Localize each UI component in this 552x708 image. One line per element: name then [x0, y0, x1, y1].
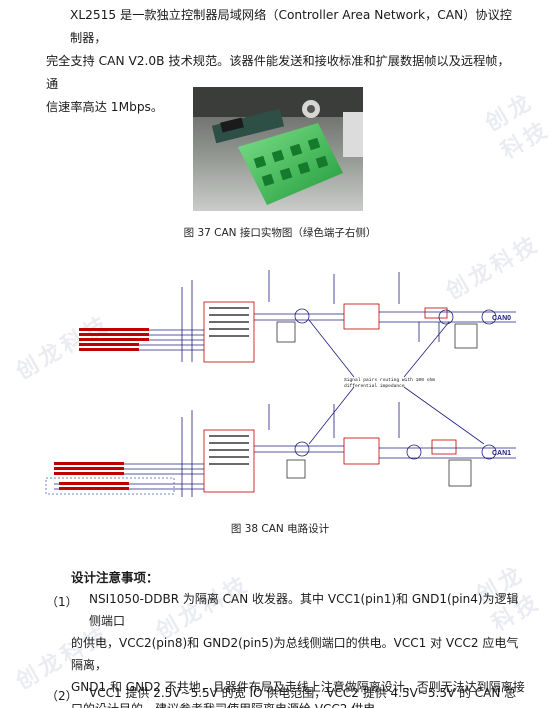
- intro-line: 完全支持 CAN V2.0B 技术规范。该器件能发送和接收标准和扩展数据帧以及远…: [46, 54, 510, 91]
- note-item: VCC1 提供 2.5V~5.5V 的宽 IO 供电范围，VCC2 提供 4.5…: [71, 682, 526, 708]
- note-item: NSI1050-DDBR 为隔离 CAN 收发器。其中 VCC1(pin1)和 …: [71, 588, 526, 708]
- can0-label: CAN0: [492, 315, 511, 322]
- can-interface-photo: [193, 87, 363, 211]
- notes-heading: 设计注意事项：: [71, 570, 159, 585]
- note-number: （2）: [46, 689, 78, 703]
- intro-paragraph: XL2515 是一款独立控制器局域网络（Controller Area Netw…: [46, 4, 516, 119]
- can1-label: CAN1: [492, 450, 511, 457]
- note-line: 的供电，VCC2(pin8)和 GND2(pin5)为总线侧端口的供电。VCC1…: [71, 636, 519, 672]
- note-line: 口的设计目的。建议参考我司使用隔离电源给 VCC2 供电。: [71, 698, 526, 708]
- note-line: NSI1050-DDBR 为隔离 CAN 收发器。其中 VCC1(pin1)和 …: [89, 592, 519, 628]
- figure-37-caption: 图 37 CAN 接口实物图（绿色端子右侧）: [183, 227, 377, 239]
- can-circuit-schematic: CAN0 CAN1 Signal pairs routing with 100 …: [44, 262, 524, 510]
- note-line: VCC1 提供 2.5V~5.5V 的宽 IO 供电范围，VCC2 提供 4.5…: [89, 686, 517, 700]
- intro-line: 信速率高达 1Mbps。: [46, 100, 164, 114]
- signal-note-line1: Signal pairs routing with 100 ohm: [344, 377, 435, 383]
- figure-38-caption: 图 38 CAN 电路设计: [230, 523, 330, 535]
- note-line: GND1 和 GND2 不共地，且器件布局及走线上注意做隔离设计，否则无法达到隔…: [71, 680, 525, 694]
- signal-note-line2: differential impedance: [344, 383, 405, 389]
- intro-line: XL2515 是一款独立控制器局域网络（Controller Area Netw…: [70, 8, 512, 45]
- note-number: （1）: [46, 595, 78, 609]
